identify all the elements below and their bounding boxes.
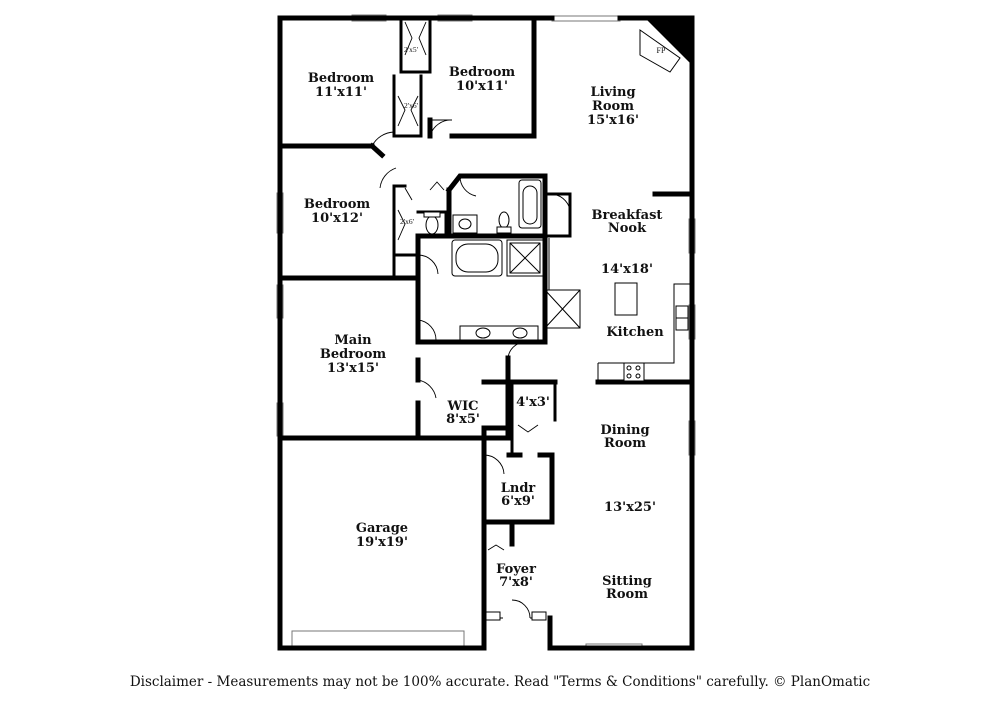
room-labels: Bedroom 11'x11' Bedroom 10'x11' Living R…: [304, 45, 664, 602]
kitchen-fixtures: [548, 238, 692, 382]
garage-name: Garage: [356, 521, 408, 536]
living-room-name-1: Living: [590, 85, 635, 100]
doors: [371, 21, 571, 621]
dining-room-name-1: Dining: [600, 423, 649, 438]
dining-room-dims: 13'x25': [604, 500, 656, 515]
main-bedroom-dims: 13'x15': [327, 361, 379, 376]
living-room-name-2: Room: [592, 99, 634, 114]
bedroom-3-dims: 10'x11': [456, 79, 508, 94]
closet-label-1: 2'x5': [404, 45, 419, 54]
laundry-name: Lndr: [501, 481, 536, 496]
foyer-dims: 7'x8': [499, 575, 533, 590]
exterior-walls: [277, 15, 695, 651]
foyer-name: Foyer: [496, 562, 536, 577]
bedroom-4-name: Bedroom: [304, 197, 371, 212]
wic-name: WIC: [446, 399, 478, 414]
sitting-room-name-1: Sitting: [602, 574, 652, 589]
bedroom-2-name: Bedroom: [308, 71, 375, 86]
main-bedroom-name-1: Main: [334, 333, 372, 348]
bedroom-4-dims: 10'x12': [311, 211, 363, 226]
dining-room-name-2: Room: [604, 436, 646, 451]
main-bedroom-name-2: Bedroom: [320, 347, 387, 362]
sitting-room-name-2: Room: [606, 587, 648, 602]
fireplace: FP: [639, 29, 681, 73]
bedroom-2-dims: 11'x11': [315, 85, 367, 100]
bedroom-3-name: Bedroom: [449, 65, 516, 80]
bath-fixtures: [423, 179, 544, 341]
closet-4x3-dims: 4'x3': [516, 395, 550, 410]
garage-dims: 19'x19': [356, 535, 408, 550]
disclaimer-text: Disclaimer - Measurements may not be 100…: [129, 674, 871, 690]
kitchen-name: Kitchen: [606, 325, 664, 340]
interior-walls: [277, 19, 695, 621]
living-room-dims: 15'x16': [587, 113, 639, 128]
breakfast-nook-name-2: Nook: [608, 221, 647, 236]
fireplace-label: FP: [657, 46, 666, 55]
laundry-dims: 6'x9': [501, 494, 535, 509]
closet-label-3: 2'x6': [400, 217, 415, 226]
wic-dims: 8'x5': [446, 412, 480, 427]
breakfast-nook-name-1: Breakfast: [592, 208, 663, 223]
breakfast-nook-dims: 14'x18': [601, 262, 653, 277]
closet-label-2: 2'x6': [404, 101, 419, 110]
